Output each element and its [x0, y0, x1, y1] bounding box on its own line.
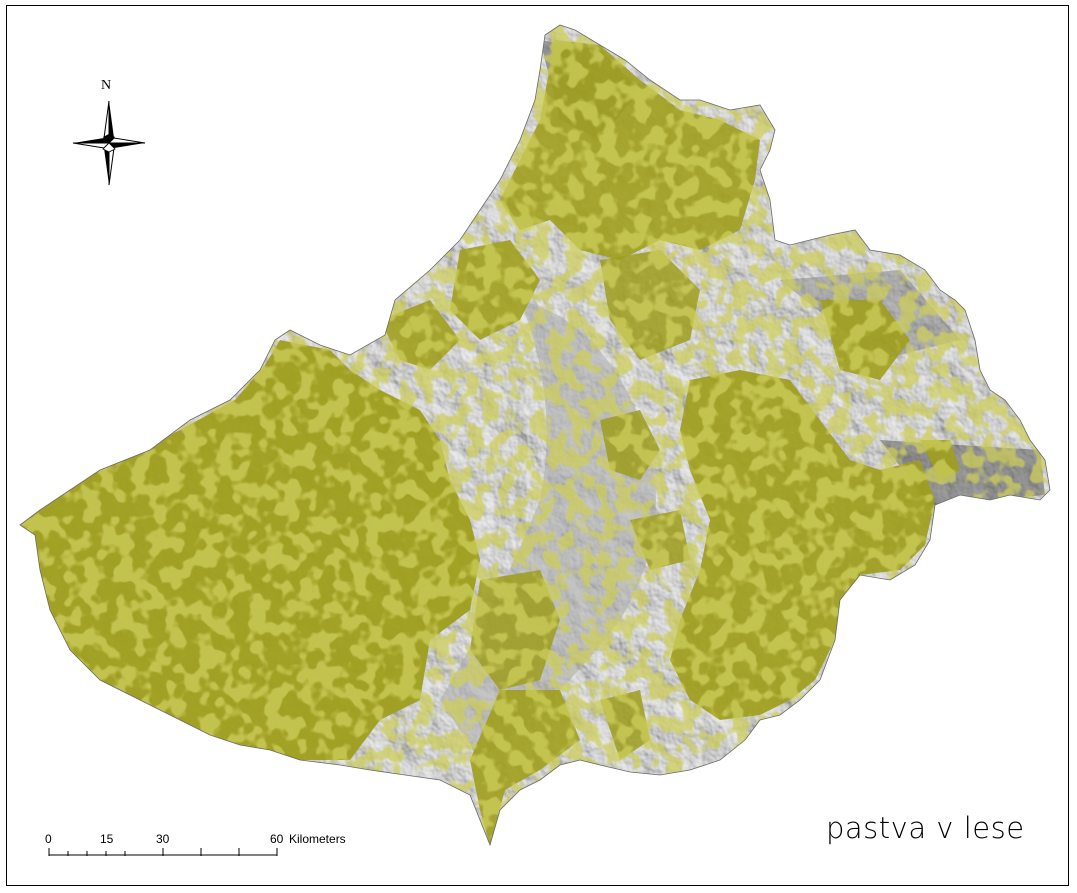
scale-unit-label: Kilometers — [289, 832, 346, 846]
north-arrow-icon — [72, 100, 146, 186]
scale-tick-label: 15 — [100, 832, 114, 846]
scale-bar — [48, 848, 278, 856]
scale-tick-label: 60 — [270, 832, 284, 846]
scale-tick-label: 30 — [156, 832, 170, 846]
map-frame — [6, 5, 1069, 886]
scale-tick-label: 0 — [45, 832, 52, 846]
north-label: N — [101, 78, 112, 93]
map-title: pastva v lese — [826, 811, 1025, 845]
